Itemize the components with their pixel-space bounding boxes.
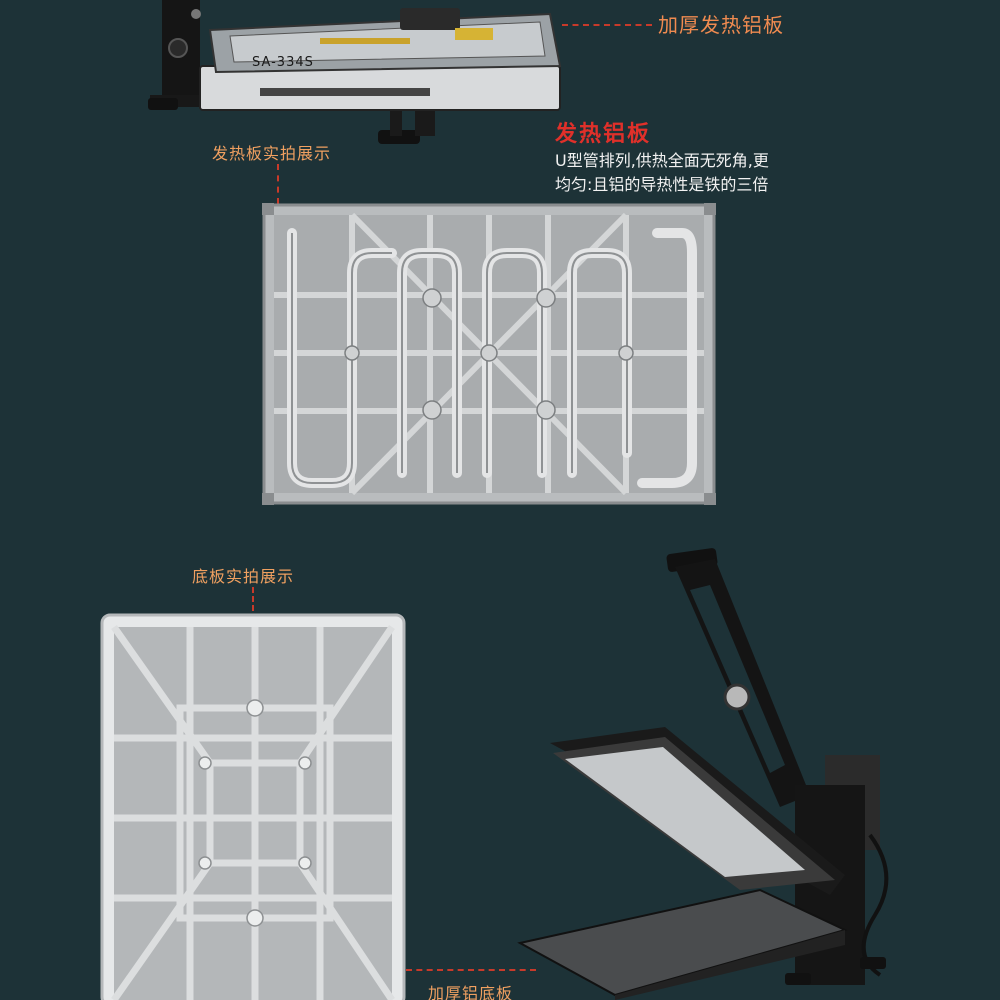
warning-sticker	[455, 28, 493, 40]
callout-thick-aluminum-base: 加厚铝底板	[428, 984, 514, 1000]
caption-base-plate-photo: 底板实拍展示	[192, 567, 295, 586]
feature-desc-line2: 均匀:且铝的导热性是铁的三倍	[555, 175, 769, 194]
caption-line-base-plate	[252, 587, 254, 611]
frame-bolt	[191, 9, 201, 19]
feature-title: 发热铝板	[555, 122, 652, 147]
pressure-knob	[723, 683, 751, 711]
heat-plate-underside-image	[262, 203, 716, 505]
callout-line-bottom	[406, 969, 536, 971]
top-heat-press-image: SA-334S	[148, 0, 562, 144]
callout-line-top	[562, 24, 652, 26]
base-plate-image	[100, 613, 406, 1000]
caption-line-heat-plate	[277, 164, 279, 204]
foot-front	[378, 130, 420, 144]
model-number: SA-334S	[252, 55, 314, 70]
frame-hole	[168, 38, 188, 58]
callout-thick-heat-plate: 加厚发热铝板	[658, 13, 784, 37]
caption-heat-plate-photo: 发热板实拍展示	[212, 144, 332, 163]
foot-left	[148, 98, 178, 110]
bottom-heat-press-image	[517, 548, 889, 1000]
feature-desc-line1: U型管排列,供热全面无死角,更	[555, 151, 769, 170]
